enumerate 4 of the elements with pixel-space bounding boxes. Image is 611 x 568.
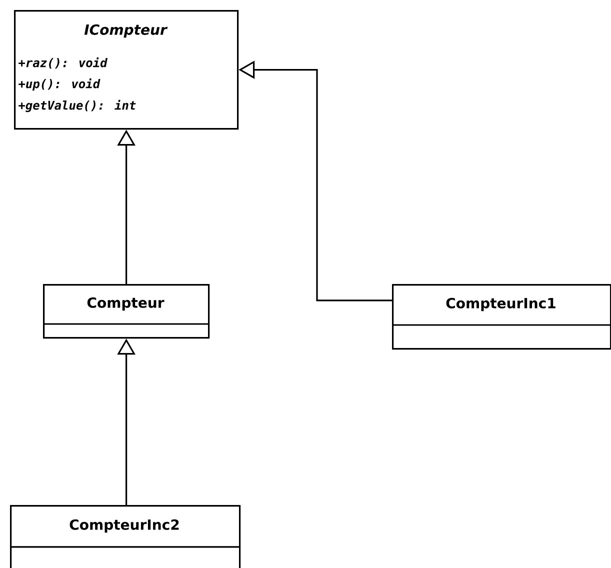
class-box: ICompteur +raz(): void +up(): void +getValue(): int <box>14 10 239 130</box>
class-box: CompteurInc2 <box>10 504 241 568</box>
class-box: CompteurInc1 <box>392 284 611 350</box>
class-box: Compteur <box>43 284 210 339</box>
